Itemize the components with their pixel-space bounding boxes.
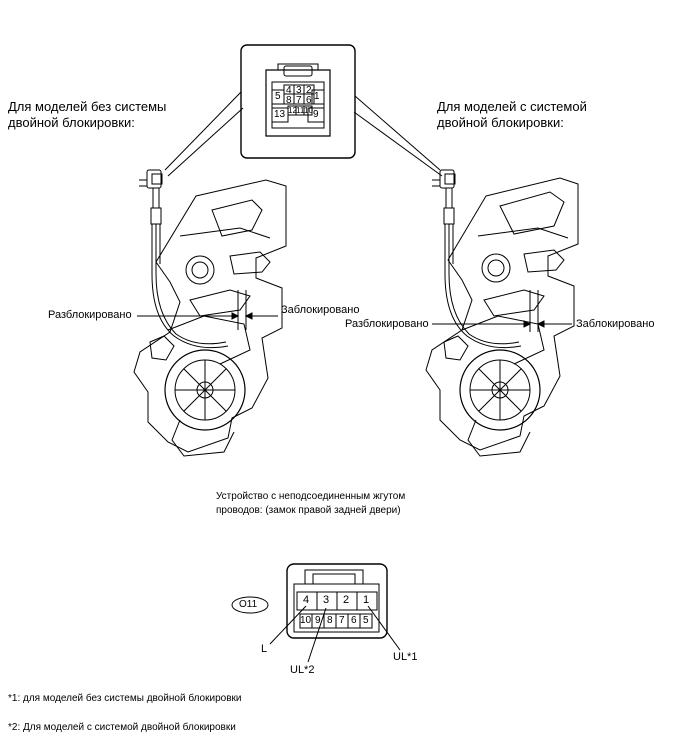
inset-pin-11: 11 [296, 106, 305, 115]
left-unlocked-label: Разблокировано [48, 309, 132, 321]
inset-pin-2: 2 [306, 85, 312, 96]
connector-pin-8: 8 [327, 615, 333, 626]
right-unlocked-arrow [432, 320, 532, 328]
left-locked-arrow [244, 312, 278, 320]
inset-connector-housing [265, 63, 331, 137]
callout-ul2-line [307, 607, 327, 663]
inset-pin-10: 10 [304, 106, 313, 115]
callout-ul1: UL*1 [393, 651, 418, 663]
inset-pin-9: 9 [313, 109, 319, 120]
connector-code-ellipse [231, 596, 269, 614]
connector-pin-3: 3 [323, 594, 330, 606]
right-locked-arrow [536, 320, 572, 328]
right-lock-assembly [425, 169, 579, 457]
device-caption-line1: Устройство с неподсоединенным жгутом [216, 491, 406, 502]
connector-pin-4: 4 [303, 594, 310, 606]
footnote-2: *2: Для моделей с системой двойной блоки… [8, 722, 236, 733]
right-caption-line2: двойной блокировки: [437, 115, 564, 130]
right-unlocked-label: Разблокировано [345, 318, 429, 330]
inset-pin-13: 13 [274, 109, 286, 120]
callout-ul1-line [367, 605, 401, 651]
inset-pin-3: 3 [296, 85, 302, 96]
connector-pin-1: 1 [363, 594, 370, 606]
right-caption-line1: Для моделей с системой [437, 99, 587, 114]
left-caption-line2: двойной блокировки: [8, 115, 135, 130]
right-leader-line-2 [353, 111, 443, 177]
connector-pin-9: 9 [315, 615, 321, 626]
callout-l: L [261, 643, 268, 655]
right-leader-line [354, 95, 441, 171]
left-leader-line-2 [167, 107, 244, 177]
connector-pin-6: 6 [351, 615, 357, 626]
inset-pin-8: 8 [286, 95, 292, 106]
connector-o11-housing [286, 563, 388, 639]
inset-pin-12: 12 [288, 106, 297, 115]
right-locked-label: Заблокировано [576, 318, 655, 330]
left-caption-line1: Для моделей без системы [8, 99, 167, 114]
device-caption-line2: проводов: (замок правой задней двери) [216, 505, 401, 516]
connector-code: O11 [239, 599, 258, 610]
inset-pin-4: 4 [286, 85, 292, 96]
connector-pin-10: 10 [300, 615, 312, 626]
inset-pin-1: 1 [314, 91, 320, 102]
left-lock-assembly [133, 169, 287, 457]
left-leader-line [164, 91, 242, 171]
left-locked-label: Заблокировано [281, 304, 360, 316]
left-unlocked-arrow [137, 312, 240, 320]
callout-ul2: UL*2 [290, 664, 315, 676]
footnote-1: *1: для моделей без системы двойной блок… [8, 693, 242, 704]
connector-pin-5: 5 [363, 615, 369, 626]
inset-pin-6: 6 [306, 95, 312, 106]
inset-pin-7: 7 [296, 95, 302, 106]
inset-frame [240, 44, 356, 159]
inset-pin-5: 5 [275, 91, 281, 102]
callout-l-line [269, 605, 307, 645]
connector-pin-2: 2 [343, 594, 350, 606]
connector-pin-7: 7 [339, 615, 345, 626]
